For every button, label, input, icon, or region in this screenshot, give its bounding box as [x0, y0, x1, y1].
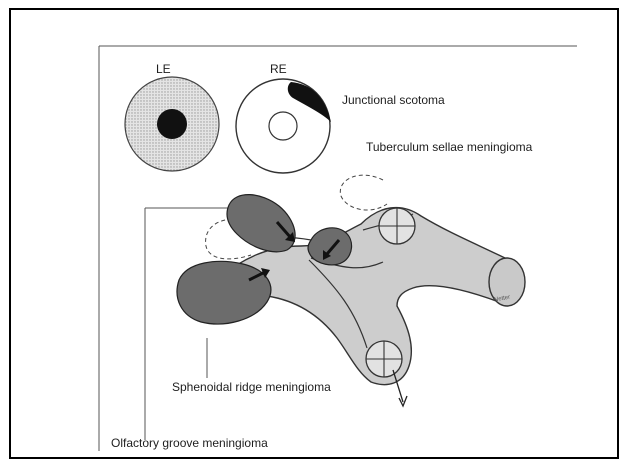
left-eye-visual-field	[125, 77, 219, 171]
right-eye-visual-field	[236, 79, 331, 173]
olfactory-groove-tumor	[227, 195, 295, 252]
sphenoidal-ridge-tumor	[177, 261, 271, 324]
carotid-cross-lower	[366, 341, 402, 377]
central-scotoma	[157, 109, 187, 139]
carotid-cross-upper	[379, 208, 415, 244]
label-olfactory-groove-meningioma: Olfactory groove meningioma	[111, 436, 268, 450]
tuberculum-sellae-tumor	[308, 228, 352, 265]
label-sphenoidal-ridge-meningioma: Sphenoidal ridge meningioma	[172, 380, 331, 394]
label-right-eye: RE	[270, 62, 287, 76]
label-junctional-scotoma: Junctional scotoma	[342, 93, 445, 107]
figure-frame: LE RE Junctional scotoma Tuberculum sell…	[9, 8, 619, 459]
label-left-eye: LE	[156, 62, 171, 76]
label-tuberculum-sellae-meningioma: Tuberculum sellae meningioma	[366, 140, 532, 154]
